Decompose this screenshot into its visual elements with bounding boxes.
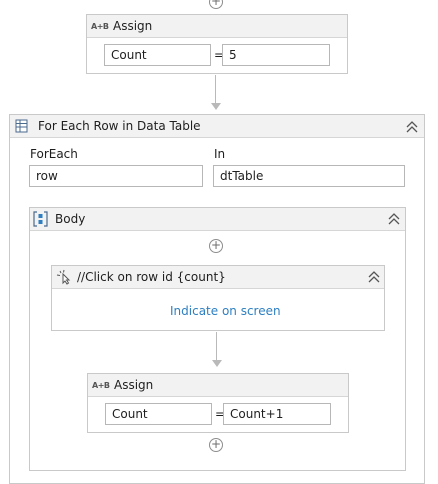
assign-inner-header [88,374,348,397]
assign-top-left-field[interactable]: Count [104,44,211,66]
assign-top-header [87,15,347,38]
assign-inner-title: Assign [114,378,154,392]
assign-icon: A+B [91,22,109,31]
in-label: In [214,147,226,161]
for-each-header [10,115,424,138]
datatable-icon [15,119,28,133]
for-each-row-activity[interactable]: For Each Row in Data Table ForEach row I… [9,114,425,484]
collapse-body-icon[interactable] [387,212,401,226]
click-title: //Click on row id {count} [77,270,226,284]
add-activity-body-bottom-button[interactable]: + [209,437,223,452]
inner-connector-arrow-icon [212,360,222,367]
for-each-title: For Each Row in Data Table [38,119,201,133]
inner-connector-line [216,332,217,361]
add-activity-top-button[interactable]: + [209,0,223,9]
click-header [52,266,384,289]
assign-activity-inner[interactable]: A+B Assign Count = Count+1 [87,373,349,433]
body-sequence-icon [33,211,48,227]
in-datatable-field[interactable]: dtTable [213,165,405,187]
assign-top-operator: = [214,48,225,62]
foreach-variable-field[interactable]: row [29,165,203,187]
assign-inner-left-field[interactable]: Count [105,403,212,425]
collapse-for-each-icon[interactable] [405,120,419,134]
body-header [30,208,405,231]
assign-top-title: Assign [113,19,153,33]
indicate-on-screen-link[interactable]: Indicate on screen [170,304,281,318]
foreach-label: ForEach [30,147,78,161]
connector-arrow-icon [211,103,221,110]
assign-icon: A+B [92,381,110,390]
assign-activity-top[interactable]: A+B Assign Count = 5 [86,14,348,74]
collapse-click-icon[interactable] [367,270,381,284]
connector-line [215,75,216,104]
body-sequence[interactable]: Body + //Click on row id {count} Indicat… [29,207,406,471]
add-activity-body-top-button[interactable]: + [209,238,223,253]
assign-top-right-field[interactable]: 5 [222,44,330,66]
click-activity[interactable]: //Click on row id {count} Indicate on sc… [51,265,385,331]
click-icon [56,269,71,285]
assign-inner-operator: = [215,407,226,421]
assign-inner-right-field[interactable]: Count+1 [223,403,331,425]
body-title: Body [55,212,86,226]
